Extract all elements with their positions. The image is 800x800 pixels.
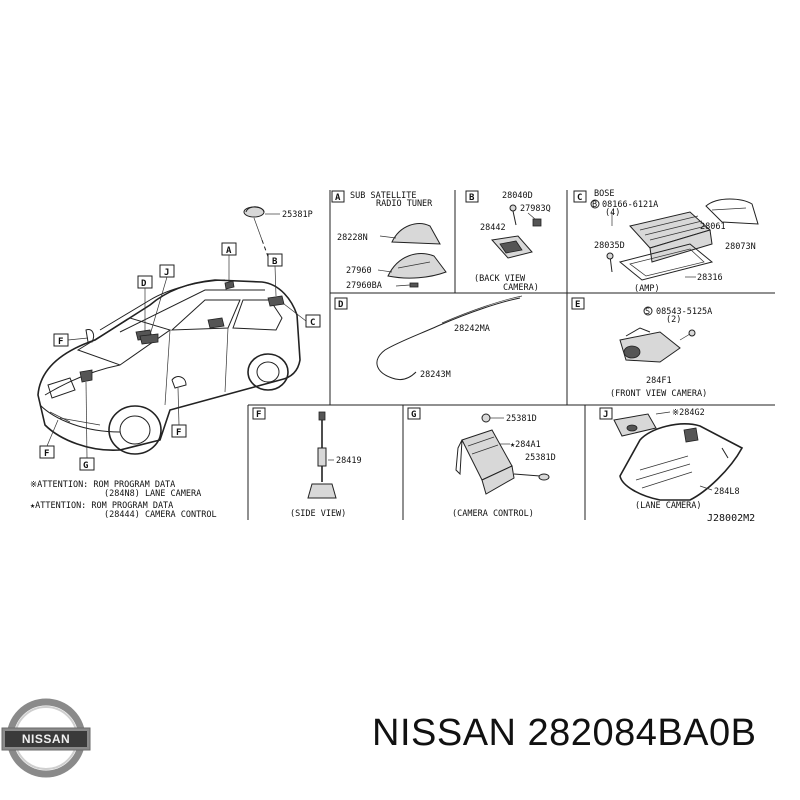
antenna-25381p: 25381P xyxy=(243,206,313,263)
label-27960: 27960 xyxy=(346,266,372,276)
svg-text:(SIDE VIEW): (SIDE VIEW) xyxy=(290,509,346,519)
svg-text:★ATTENTION: ROM PROGRAM DATA: ★ATTENTION: ROM PROGRAM DATA xyxy=(30,501,173,511)
label-28316: 28316 xyxy=(697,273,723,283)
svg-text:A: A xyxy=(335,193,341,203)
label-28442: 28442 xyxy=(480,223,506,233)
label-25381p: 25381P xyxy=(282,210,313,220)
panel-f: F 28419 (SIDE VIEW) xyxy=(252,407,362,519)
callout-b: B xyxy=(267,253,283,297)
svg-text:C: C xyxy=(577,193,582,203)
svg-text:F: F xyxy=(256,410,261,420)
car-overview xyxy=(37,279,301,455)
svg-text:J: J xyxy=(603,410,608,420)
panel-frames xyxy=(247,190,775,520)
svg-text:(AMP): (AMP) xyxy=(634,284,660,294)
svg-text:B: B xyxy=(469,193,475,203)
svg-text:J: J xyxy=(164,268,169,278)
label-284a1: ★284A1 xyxy=(510,440,541,450)
svg-text:B: B xyxy=(592,200,597,210)
callout-j: J xyxy=(149,264,175,336)
panel-a: A SUB SATELLITE RADIO TUNER 28228N 27960… xyxy=(331,190,447,291)
svg-text:B: B xyxy=(272,257,278,267)
callout-g: G xyxy=(79,381,95,471)
svg-text:SUB SATELLITE: SUB SATELLITE xyxy=(350,191,417,201)
callout-d: D xyxy=(137,275,153,332)
label-284g2: ※284G2 xyxy=(672,408,705,418)
svg-text:F: F xyxy=(176,428,181,438)
svg-text:(2): (2) xyxy=(666,315,681,325)
svg-text:(LANE CAMERA): (LANE CAMERA) xyxy=(635,501,702,511)
svg-text:A: A xyxy=(226,246,232,256)
svg-text:(28444) CAMERA CONTROL: (28444) CAMERA CONTROL xyxy=(104,510,217,520)
label-28228n: 28228N xyxy=(337,233,368,243)
label-284l8: 284L8 xyxy=(714,487,740,497)
label-08543: 08543-5125A xyxy=(656,307,712,317)
label-284f1: 284F1 xyxy=(646,376,672,386)
label-27983q: 27983Q xyxy=(520,204,551,214)
label-28035d: 28035D xyxy=(594,241,625,251)
panel-d: D 28242MA 28243M xyxy=(334,295,523,381)
label-28073n: 28073N xyxy=(725,242,756,252)
panel-g: G 25381D ★284A1 25381D (CAMERA CONTROL) xyxy=(407,407,556,519)
svg-text:C: C xyxy=(310,318,315,328)
panel-e: E S 08543-5125A (2) 284F1 (FRONT VIEW CA… xyxy=(571,297,712,399)
label-25381d-bottom: 25381D xyxy=(525,453,556,463)
svg-text:S: S xyxy=(645,307,650,317)
panel-c: C BOSE B 08166-6121A (4) 28061 28073N 28… xyxy=(573,189,759,294)
svg-text:(FRONT VIEW CAMERA): (FRONT VIEW CAMERA) xyxy=(610,389,707,399)
label-28040d: 28040D xyxy=(502,191,533,201)
svg-text:(4): (4) xyxy=(605,208,620,218)
label-28242ma: 28242MA xyxy=(454,324,490,334)
svg-text:D: D xyxy=(338,300,344,310)
svg-text:RADIO TUNER: RADIO TUNER xyxy=(376,199,433,209)
diagram-ref-code: J28002M2 xyxy=(707,513,755,524)
label-27960ba: 27960BA xyxy=(346,281,382,291)
nissan-logo: NISSAN xyxy=(1,698,91,778)
svg-text:D: D xyxy=(141,279,147,289)
svg-text:CAMERA): CAMERA) xyxy=(503,283,539,293)
panel-j: J ※284G2 284L8 (LANE CAMERA) xyxy=(599,407,744,511)
label-28243m: 28243M xyxy=(420,370,451,380)
label-28419: 28419 xyxy=(336,456,362,466)
callout-a: A xyxy=(221,242,237,282)
svg-text:E: E xyxy=(575,300,580,310)
svg-text:NISSAN: NISSAN xyxy=(22,732,70,746)
svg-text:(BACK VIEW: (BACK VIEW xyxy=(474,274,526,284)
callout-c: C xyxy=(283,303,321,328)
callout-f-left: F xyxy=(53,329,95,347)
svg-text:※ATTENTION: ROM PROGRAM DATA: ※ATTENTION: ROM PROGRAM DATA xyxy=(30,480,175,490)
label-08166: 08166-6121A xyxy=(602,200,658,210)
svg-text:G: G xyxy=(83,461,88,471)
label-25381d-top: 25381D xyxy=(506,414,537,424)
callout-f-mirror: F xyxy=(171,387,187,438)
svg-text:F: F xyxy=(44,449,49,459)
part-number-title: NISSAN 282084BA0B xyxy=(372,712,757,754)
svg-text:(284N8) LANE CAMERA: (284N8) LANE CAMERA xyxy=(104,489,201,499)
svg-text:G: G xyxy=(411,410,416,420)
svg-text:F: F xyxy=(58,337,63,347)
label-28061: 28061 xyxy=(700,222,726,232)
svg-text:BOSE: BOSE xyxy=(594,189,614,199)
svg-text:(CAMERA CONTROL): (CAMERA CONTROL) xyxy=(452,509,534,519)
attention-notes: ※ATTENTION: ROM PROGRAM DATA (284N8) LAN… xyxy=(30,480,217,520)
panel-b: B 28040D 27983Q 28442 (BACK VIEW CAMERA) xyxy=(465,190,551,293)
callout-f-bottom: F xyxy=(39,419,59,459)
